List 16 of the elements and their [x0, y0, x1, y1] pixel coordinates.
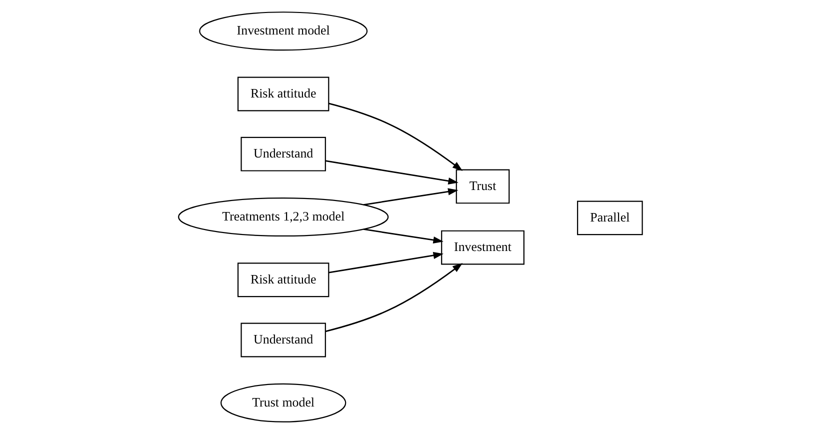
node-ellipse: Investment model — [199, 12, 368, 51]
arrow — [363, 188, 458, 206]
arrow — [325, 160, 458, 185]
arrow — [325, 263, 463, 332]
node-box: Understand — [240, 322, 326, 358]
arrow — [363, 228, 444, 244]
arrow — [328, 102, 463, 171]
arrow — [328, 252, 444, 274]
node-box: Understand — [240, 136, 326, 172]
node-box: Risk attitude — [237, 76, 330, 112]
node-ellipse: Trust model — [220, 383, 346, 422]
node-box: Parallel — [577, 200, 643, 236]
node-ellipse: Treatments 1,2,3 model — [178, 197, 389, 237]
node-box: Risk attitude — [237, 262, 330, 298]
node-box: Trust — [456, 169, 510, 204]
node-box: Investment — [441, 230, 524, 265]
